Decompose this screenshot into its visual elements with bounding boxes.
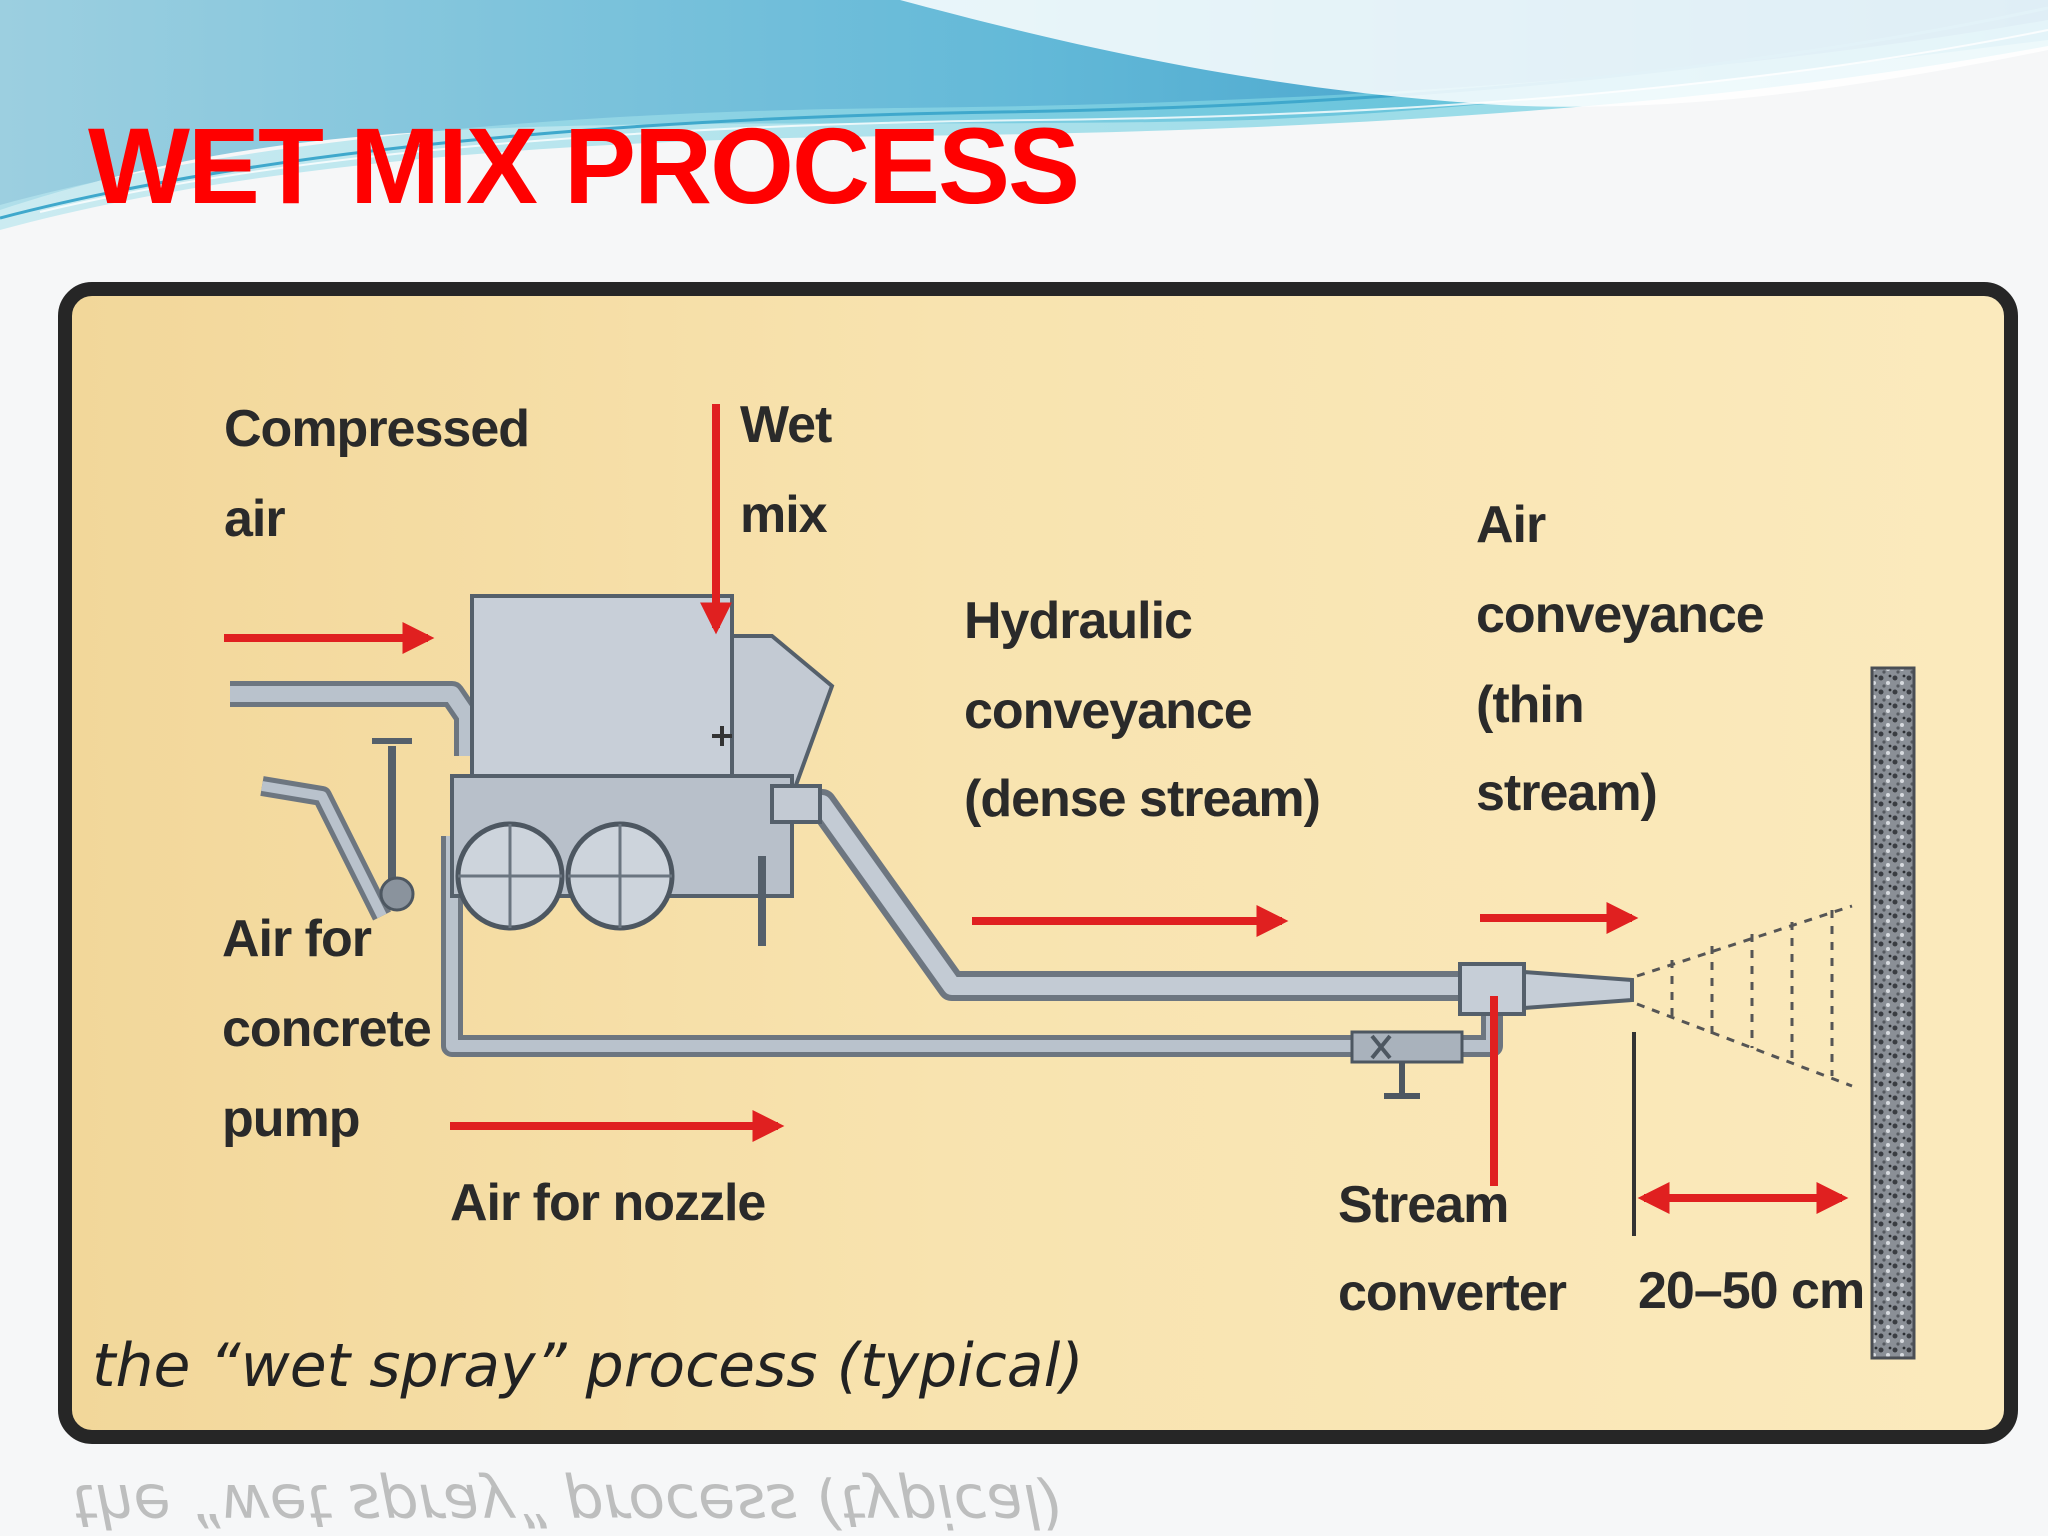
- background-waves: [0, 0, 2048, 230]
- caption-reflection: the “wet spray” process (typical): [72, 1462, 1972, 1536]
- spray-nozzle-icon: [1458, 962, 1634, 1016]
- label-compressed-air-1: Compressed: [224, 400, 529, 458]
- label-wet-mix-2: mix: [740, 486, 828, 544]
- label-hydraulic-1: Hydraulic: [964, 592, 1192, 650]
- label-distance: 20–50 cm: [1638, 1262, 1864, 1320]
- wet-mix-diagram: Compressed air Wet mix Hydraulic conveya…: [92, 396, 1916, 1401]
- label-wet-mix-1: Wet: [740, 396, 832, 454]
- valve-icon: [1350, 1030, 1464, 1099]
- label-air-conveyance-1: Air: [1476, 496, 1546, 554]
- sprayed-wall-icon: [1870, 666, 1916, 1360]
- slide-title: WET MIX PROCESS: [88, 105, 1080, 226]
- concrete-pump-machine-icon: [372, 594, 835, 946]
- label-compressed-air-2: air: [224, 490, 285, 548]
- label-hydraulic-2: conveyance: [964, 682, 1252, 740]
- caption-reflection-text: the “wet spray” process (typical): [72, 1470, 1064, 1536]
- label-air-conveyance-2: conveyance: [1476, 586, 1764, 644]
- pipes: [230, 681, 1503, 1057]
- spray-cone: [1636, 904, 1853, 1088]
- flow-arrows: [224, 404, 1849, 1214]
- label-hydraulic-3: (dense stream): [964, 770, 1320, 828]
- label-pump-air-2: concrete: [222, 1000, 431, 1058]
- diagram-frame: Compressed air Wet mix Hydraulic conveya…: [58, 282, 2018, 1444]
- label-air-conveyance-3: (thin: [1476, 676, 1584, 734]
- diagram-caption: the “wet spray” process (typical): [92, 1331, 1084, 1401]
- label-air-conveyance-4: stream): [1476, 764, 1657, 822]
- label-pump-air-1: Air for: [222, 910, 372, 968]
- label-air-for-nozzle: Air for nozzle: [450, 1174, 765, 1232]
- label-stream-converter-2: converter: [1338, 1264, 1567, 1322]
- label-stream-converter-1: Stream: [1338, 1176, 1508, 1234]
- label-pump-air-3: pump: [222, 1090, 360, 1148]
